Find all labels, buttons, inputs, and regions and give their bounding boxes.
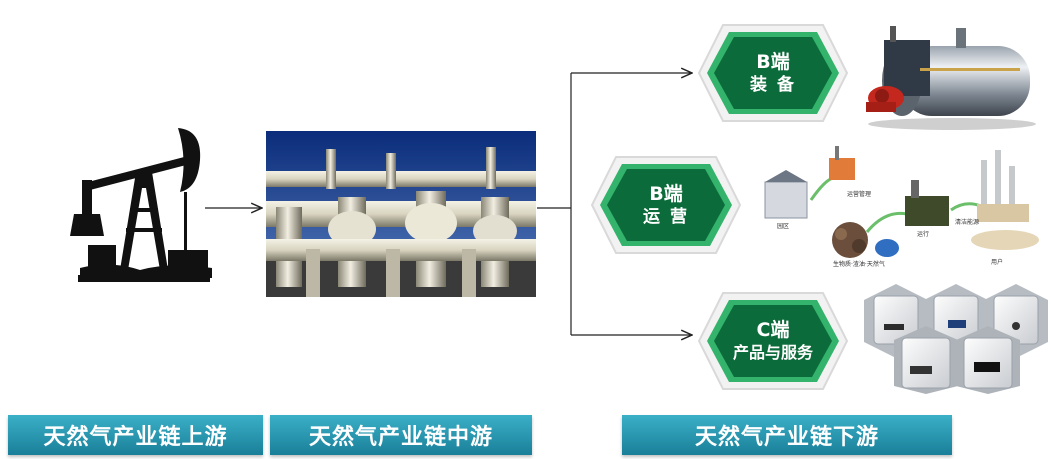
stage-label-downstream: 天然气产业链下游: [622, 415, 952, 455]
svg-text:运营管理: 运营管理: [847, 190, 871, 198]
hex-b2b-operations: B端 运 营: [590, 155, 742, 255]
branch-segment-label: B端: [649, 182, 683, 205]
branch-segment-name: 运 营: [643, 207, 689, 228]
operations-process-image: 园区 运营管理 生物质·渣油·天然气 运行 清洁能源 用户: [764, 146, 1039, 268]
svg-text:清洁能源: 清洁能源: [955, 218, 979, 226]
svg-text:用户: 用户: [991, 258, 1003, 266]
stage-label-upstream: 天然气产业链上游: [8, 415, 263, 455]
branch-segment-label: C端: [756, 319, 790, 342]
branch-segment-name: 装 备: [750, 75, 796, 96]
svg-text:生物质·渣油·天然气: 生物质·渣油·天然气: [833, 260, 885, 268]
pipeline-photo: [266, 131, 536, 297]
wall-heater-products-image: [864, 284, 1048, 394]
branch-segment-name: 产品与服务: [732, 342, 813, 362]
stage-label-midstream: 天然气产业链中游: [270, 415, 532, 455]
pumpjack-icon: [70, 128, 212, 282]
hex-b2c-services: C端 产品与服务: [697, 291, 849, 391]
hex-b2b-equipment: B端 装 备: [697, 23, 849, 123]
industrial-boiler-image: [866, 26, 1036, 130]
branch-segment-label: B端: [756, 50, 790, 73]
svg-text:运行: 运行: [917, 230, 929, 238]
svg-text:园区: 园区: [777, 223, 789, 230]
